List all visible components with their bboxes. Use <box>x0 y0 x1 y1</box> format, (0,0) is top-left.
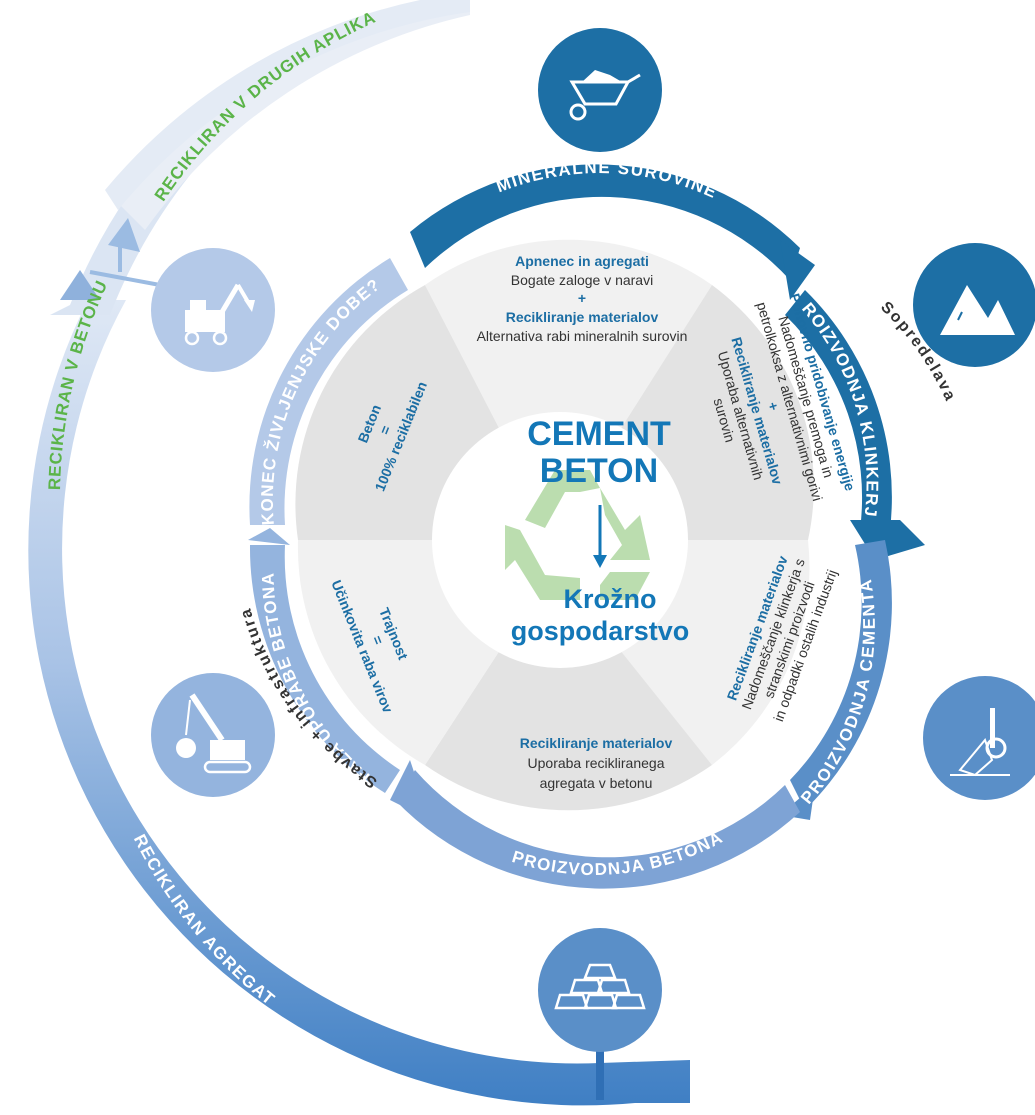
center-gospodarstvo: gospodarstvo <box>511 616 690 646</box>
ring-arrow-concrete <box>395 770 800 889</box>
recycled-other-band <box>110 0 470 230</box>
center-disc <box>432 412 688 668</box>
seg-top-b2: Recikliranje materialov <box>506 309 659 325</box>
segment-bottom-text: Recikliranje materialov Uporaba reciklir… <box>520 735 673 791</box>
seg-top-t2: Alternativa rabi mineralnih surovin <box>477 328 688 344</box>
segment-bottom <box>425 650 712 811</box>
ring-arrow-end <box>249 258 408 525</box>
inner-segments <box>295 239 814 811</box>
demolition-crane-icon <box>151 673 275 797</box>
center-down-arrow-head <box>593 555 607 568</box>
seg-top-t1: Bogate zaloge v naravi <box>511 272 653 288</box>
seg-b-b1: Recikliranje materialov <box>520 735 673 751</box>
ring-arrow-clinker <box>785 290 892 530</box>
segment-top-text: Apnenec in agregati Bogate zaloge v nara… <box>477 253 688 344</box>
excavator-icon <box>151 248 275 372</box>
seg-b-t1: Uporaba recikliranega <box>528 755 665 771</box>
seg-top-plus: + <box>578 290 586 306</box>
segment-lower-right <box>620 540 810 765</box>
outer-arc-band <box>28 300 691 1106</box>
recycled-other-arrowhead <box>108 218 140 252</box>
ring-arrowhead-use <box>248 528 290 545</box>
bottom-arrow-stem <box>596 1040 604 1100</box>
segment-top <box>425 239 712 430</box>
ring-arrow-cement <box>790 540 892 810</box>
stacked-bricks-icon <box>538 928 662 1052</box>
cement-kiln-icon <box>923 676 1035 800</box>
mountains-icon <box>913 243 1035 367</box>
seg-top-b1: Apnenec in agregati <box>515 253 649 269</box>
center-krozno: Krožno <box>564 584 657 614</box>
recycle-symbol-icon <box>505 470 650 600</box>
branch-connector-h <box>89 270 161 287</box>
center-beton: BETON <box>540 452 658 490</box>
wheelbarrow-icon <box>538 28 662 152</box>
ring-arrowhead-concrete <box>390 760 430 820</box>
segment-upper-left <box>295 285 500 540</box>
seg-b-t2: agregata v betonu <box>540 775 653 791</box>
ring-arrow-mineral <box>410 164 800 280</box>
ring-arrow-use <box>249 545 400 793</box>
recycled-in-concrete-arrowhead <box>60 270 100 300</box>
center-cement: CEMENT <box>527 415 671 453</box>
ring-arrowhead-mineral <box>780 240 815 300</box>
